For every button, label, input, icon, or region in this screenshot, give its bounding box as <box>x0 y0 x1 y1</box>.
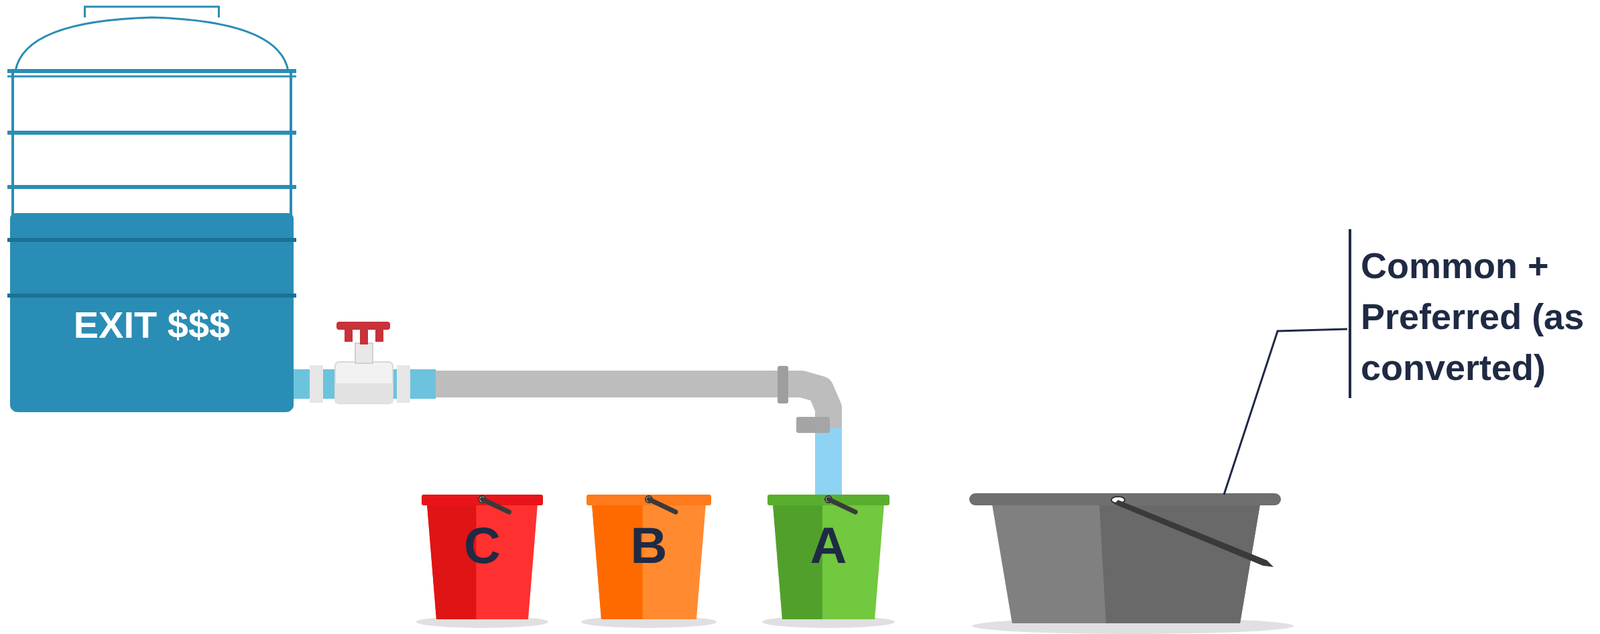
water-tank: EXIT $$$ <box>10 5 294 411</box>
tank-water <box>10 213 294 411</box>
bucket-handle <box>648 499 676 513</box>
tank-band <box>7 237 297 242</box>
bucket-body <box>772 504 885 620</box>
valve-body <box>335 361 393 404</box>
bucket-handle <box>482 499 510 513</box>
bucket: C <box>421 494 543 625</box>
water-pipe <box>293 384 829 495</box>
bucket-letter: C <box>463 520 501 572</box>
tub-handle <box>1114 500 1274 568</box>
node-shape <box>10 5 294 411</box>
tank-dome <box>15 17 289 72</box>
pipe-fitting <box>396 365 411 403</box>
callout-label: Common + Preferred (as converted) <box>1360 239 1592 393</box>
tank-label: EXIT $$$ <box>73 306 230 344</box>
tank-cap <box>85 6 220 18</box>
leader-line <box>1223 329 1348 495</box>
pipe-nozzle <box>796 416 830 434</box>
bucket-handle <box>828 499 856 513</box>
tank-band <box>7 130 297 135</box>
tub-body <box>992 504 1261 624</box>
valve-shade <box>335 383 393 404</box>
valve-handle <box>359 328 368 345</box>
bucket-body <box>591 504 706 620</box>
tank-band <box>7 69 297 74</box>
valve-handle <box>344 328 353 342</box>
pipe-fitting <box>309 365 324 403</box>
pipe-joint <box>777 365 789 404</box>
tank-band <box>7 75 297 78</box>
tank-band <box>7 185 297 190</box>
bucket-letter: B <box>630 520 668 572</box>
tank-band <box>7 293 297 298</box>
valve-stem <box>355 343 373 364</box>
bucket-letter: A <box>810 520 848 572</box>
bucket: B <box>586 494 712 625</box>
bucket: A <box>767 494 890 625</box>
callout-bracket <box>1348 229 1352 399</box>
bucket-body <box>426 504 538 620</box>
valve-handle <box>375 328 384 342</box>
tub-shade <box>1099 504 1261 624</box>
